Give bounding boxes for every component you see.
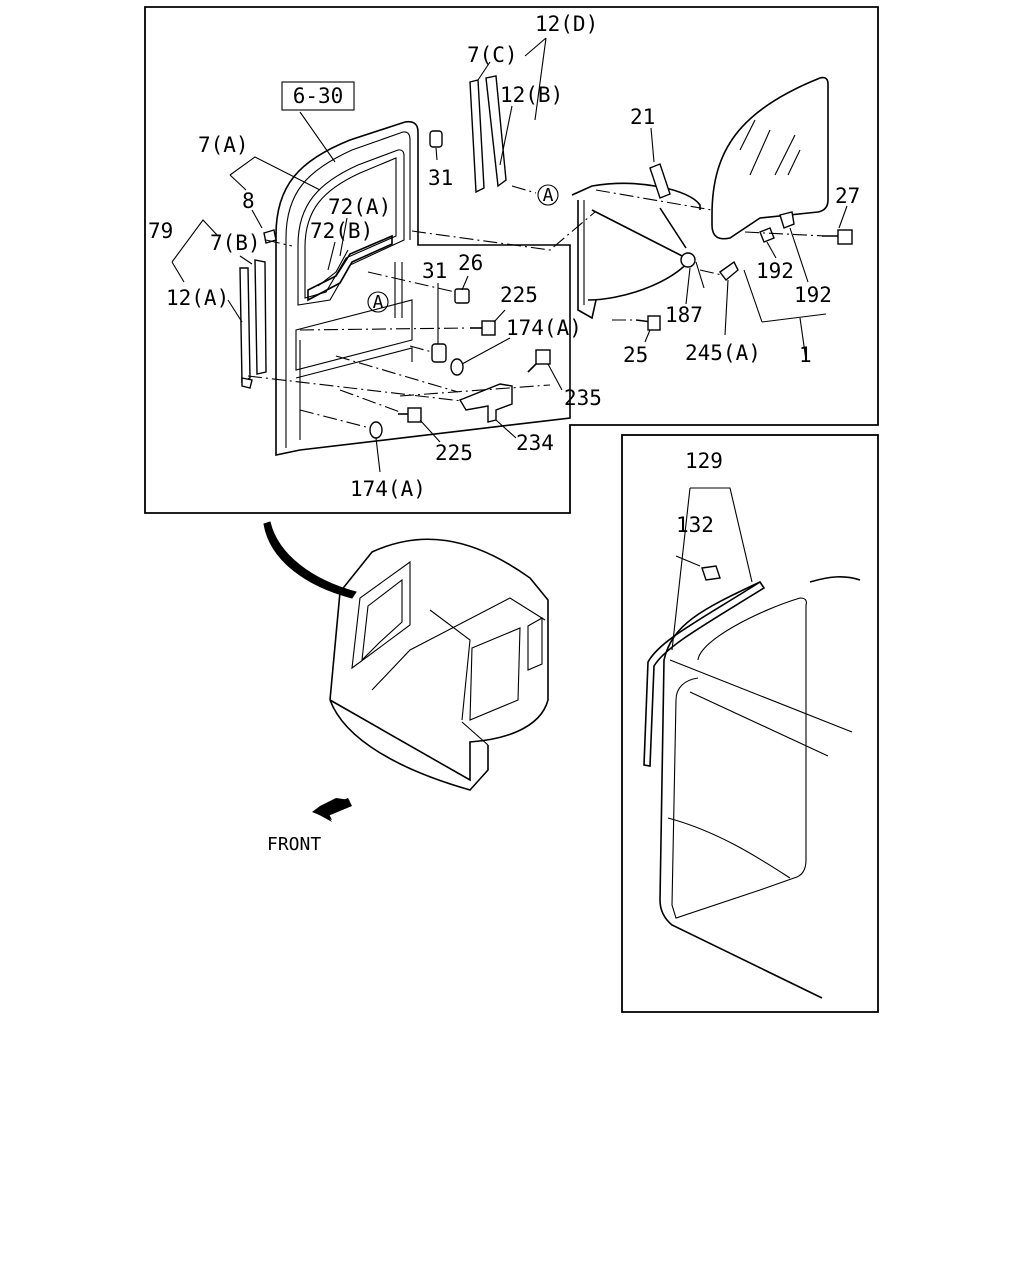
- label-31-top: 31: [428, 166, 453, 190]
- door-trim-72: [307, 234, 393, 302]
- label-7B: 7(B): [210, 231, 261, 255]
- label-174A-top: 174(A): [506, 316, 582, 340]
- handle-21: [649, 163, 671, 199]
- door-glass: [711, 76, 829, 240]
- label-12A: 12(A): [166, 286, 229, 310]
- plug-174a-bottom: [369, 421, 383, 439]
- cap-31-top: [429, 130, 443, 148]
- label-72B: 72(B): [310, 219, 373, 243]
- label-26: 26: [458, 251, 483, 275]
- bolt-27: [822, 229, 853, 245]
- main-diagram-frame: [144, 6, 879, 514]
- label-192-b: 192: [794, 283, 832, 307]
- plug-174a-top: [450, 358, 464, 376]
- label-12B: 12(B): [500, 83, 563, 107]
- label-7A: 7(A): [198, 133, 249, 157]
- label-225-bottom: 225: [435, 441, 473, 465]
- label-245A: 245(A): [685, 341, 761, 365]
- bolt-25: [635, 315, 661, 331]
- label-79: 79: [148, 219, 173, 243]
- label-234: 234: [516, 431, 554, 455]
- bracket-234: [458, 383, 513, 423]
- label-1: 1: [799, 343, 812, 367]
- label-192-a: 192: [756, 259, 794, 283]
- inset-leader-lines: [671, 487, 753, 651]
- label-174A-bottom: 174(A): [350, 477, 426, 501]
- bolt-225-bottom: [398, 407, 422, 423]
- seal-strips-left: [239, 259, 267, 389]
- label-25: 25: [623, 343, 648, 367]
- cab-illustration: [263, 521, 549, 791]
- weatherstrip-129: [643, 580, 766, 767]
- label-31-mid: 31: [422, 259, 447, 283]
- label-front: FRONT: [267, 834, 321, 855]
- door-panel: [275, 120, 571, 456]
- svg-text:A: A: [543, 185, 554, 206]
- label-12D: 12(D): [535, 12, 598, 36]
- cap-31-mid: [431, 343, 447, 363]
- label-6-30: 6-30: [293, 84, 344, 108]
- screw-132: [701, 565, 721, 581]
- label-27: 27: [835, 184, 860, 208]
- inset-diagram-frame: [621, 434, 879, 1013]
- label-7C: 7(C): [467, 43, 518, 67]
- clip-192-a: [759, 227, 775, 243]
- label-132: 132: [676, 513, 714, 537]
- assembly-lines: [247, 185, 826, 429]
- reference-box-6-30: [281, 81, 355, 111]
- label-72A: 72(A): [328, 195, 391, 219]
- label-129: 129: [685, 449, 723, 473]
- label-8: 8: [242, 189, 255, 213]
- direction-curve: [263, 521, 357, 599]
- circle-marker-a-right: A: [537, 184, 559, 206]
- front-direction-arrow: [312, 798, 352, 822]
- label-187: 187: [665, 303, 703, 327]
- clip-192-b: [779, 211, 795, 229]
- circle-marker-a-left: A: [367, 291, 389, 313]
- link-187: [695, 261, 705, 289]
- nut-26: [454, 288, 470, 304]
- window-regulator: [571, 182, 701, 320]
- bracket-245a: [719, 260, 739, 282]
- label-235: 235: [564, 386, 602, 410]
- bolt-225-top: [470, 320, 496, 336]
- svg-text:A: A: [373, 292, 384, 313]
- bolt-235: [527, 349, 551, 373]
- inset-door-frame: [643, 565, 861, 999]
- label-225-top: 225: [500, 283, 538, 307]
- label-21: 21: [630, 105, 655, 129]
- leader-lines: [171, 37, 848, 473]
